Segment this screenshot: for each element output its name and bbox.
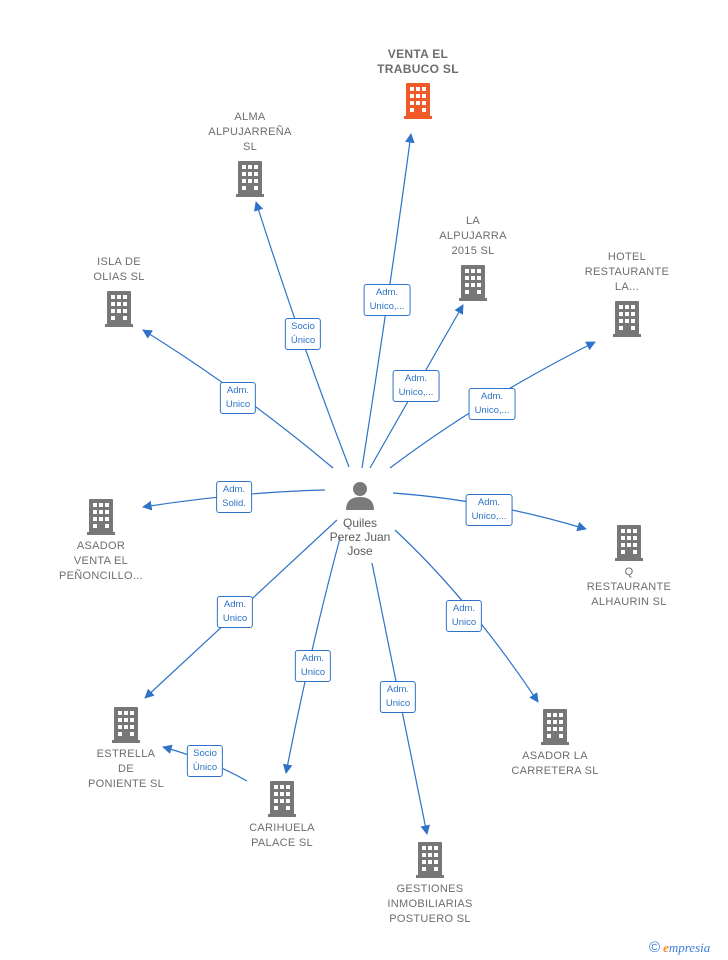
company-label-alpujarra[interactable]: LA ALPUJARRA 2015 SL [439, 215, 507, 257]
building-icon-gestiones[interactable] [416, 842, 444, 878]
edge-label-asador-venta[interactable]: Adm. Solid. [216, 481, 252, 513]
company-label-q-rest[interactable]: Q RESTAURANTE ALHAURIN SL [586, 566, 672, 608]
edge-label-asador-carretera[interactable]: Adm. Unico [445, 600, 483, 632]
edge-label-alma[interactable]: Socio Único [284, 318, 322, 350]
building-icon-hotel[interactable] [613, 301, 641, 337]
person-name[interactable]: Quiles Perez Juan Jose [329, 516, 391, 558]
company-label-isla[interactable]: ISLA DE OLIAS SL [93, 256, 145, 283]
edge-label-isla[interactable]: Adm. Unico [219, 382, 257, 414]
edge-label-hotel[interactable]: Adm. Unico,... [468, 388, 516, 420]
building-icon-estrella[interactable] [112, 707, 140, 743]
company-label-asador-carretera[interactable]: ASADOR LA CARRETERA SL [511, 750, 599, 777]
building-icon-alma[interactable] [236, 161, 264, 197]
company-label-estrella[interactable]: ESTRELLA DE PONIENTE SL [87, 748, 165, 790]
company-label-alma[interactable]: ALMA ALPUJARREÑA SL [208, 111, 292, 153]
edge-label-estrella[interactable]: Adm. Unico [216, 596, 254, 628]
building-icon-asador-carretera[interactable] [541, 709, 569, 745]
edge-label-venta[interactable]: Adm. Unico,... [363, 284, 411, 316]
edge-label-alpujarra[interactable]: Adm. Unico,... [392, 370, 440, 402]
building-icon-asador-venta[interactable] [87, 499, 115, 535]
building-icon-q-rest[interactable] [615, 525, 643, 561]
building-icon-carihuela[interactable] [268, 781, 296, 817]
company-label-carihuela[interactable]: CARIHUELA PALACE SL [249, 822, 315, 849]
company-label-hotel[interactable]: HOTEL RESTAURANTE LA... [584, 251, 670, 293]
edge-label-carihuela[interactable]: Adm. Unico [294, 650, 332, 682]
empresia-logo: ©empresia [649, 939, 711, 956]
company-label-venta[interactable]: VENTA EL TRABUCO SL [377, 47, 459, 76]
building-icon-alpujarra[interactable] [459, 265, 487, 301]
edge-label-gestiones[interactable]: Adm. Unico [379, 681, 417, 713]
edge-label-carihuela-estrella[interactable]: Socio Único [186, 745, 224, 777]
building-icon-venta[interactable] [404, 83, 432, 119]
company-label-gestiones[interactable]: GESTIONES INMOBILIARIAS POSTUERO SL [387, 883, 473, 925]
edge-label-q-rest[interactable]: Adm. Unico,... [465, 494, 513, 526]
person-icon[interactable] [346, 482, 374, 510]
company-label-asador-venta[interactable]: ASADOR VENTA EL PEÑONCILLO... [59, 540, 143, 582]
building-icon-isla[interactable] [105, 291, 133, 327]
